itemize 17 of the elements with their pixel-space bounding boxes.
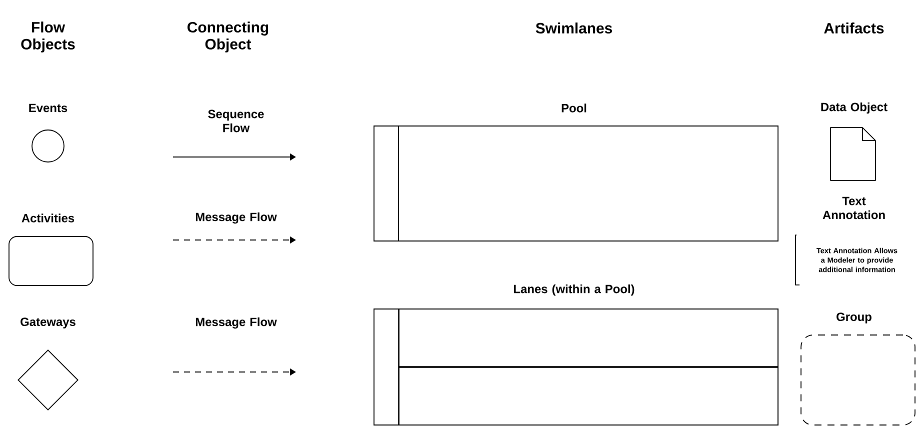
flow-label: Sequence Flow [208,110,264,132]
node-heading: Pool [562,104,586,112]
column-heading: Connecting Object [188,22,268,52]
column-heading: Artifacts [824,22,884,34]
flow-label: Message Flow [196,317,277,329]
column-heading: Swimlanes [536,22,612,34]
node-heading: Group [836,312,872,324]
column-heading: Flow Objects [21,22,75,52]
flow-label: Message Flow [196,212,277,224]
node-heading: Gateways [20,318,76,328]
node-heading: Events [29,104,68,112]
node-heading: Data Object [821,102,888,114]
lane-box [398,367,778,426]
lane-box [398,308,778,367]
node-heading: Lanes (within a Pool) [514,284,634,296]
node-heading: Text Annotation [822,196,885,220]
node-heading: Activities [22,214,74,222]
